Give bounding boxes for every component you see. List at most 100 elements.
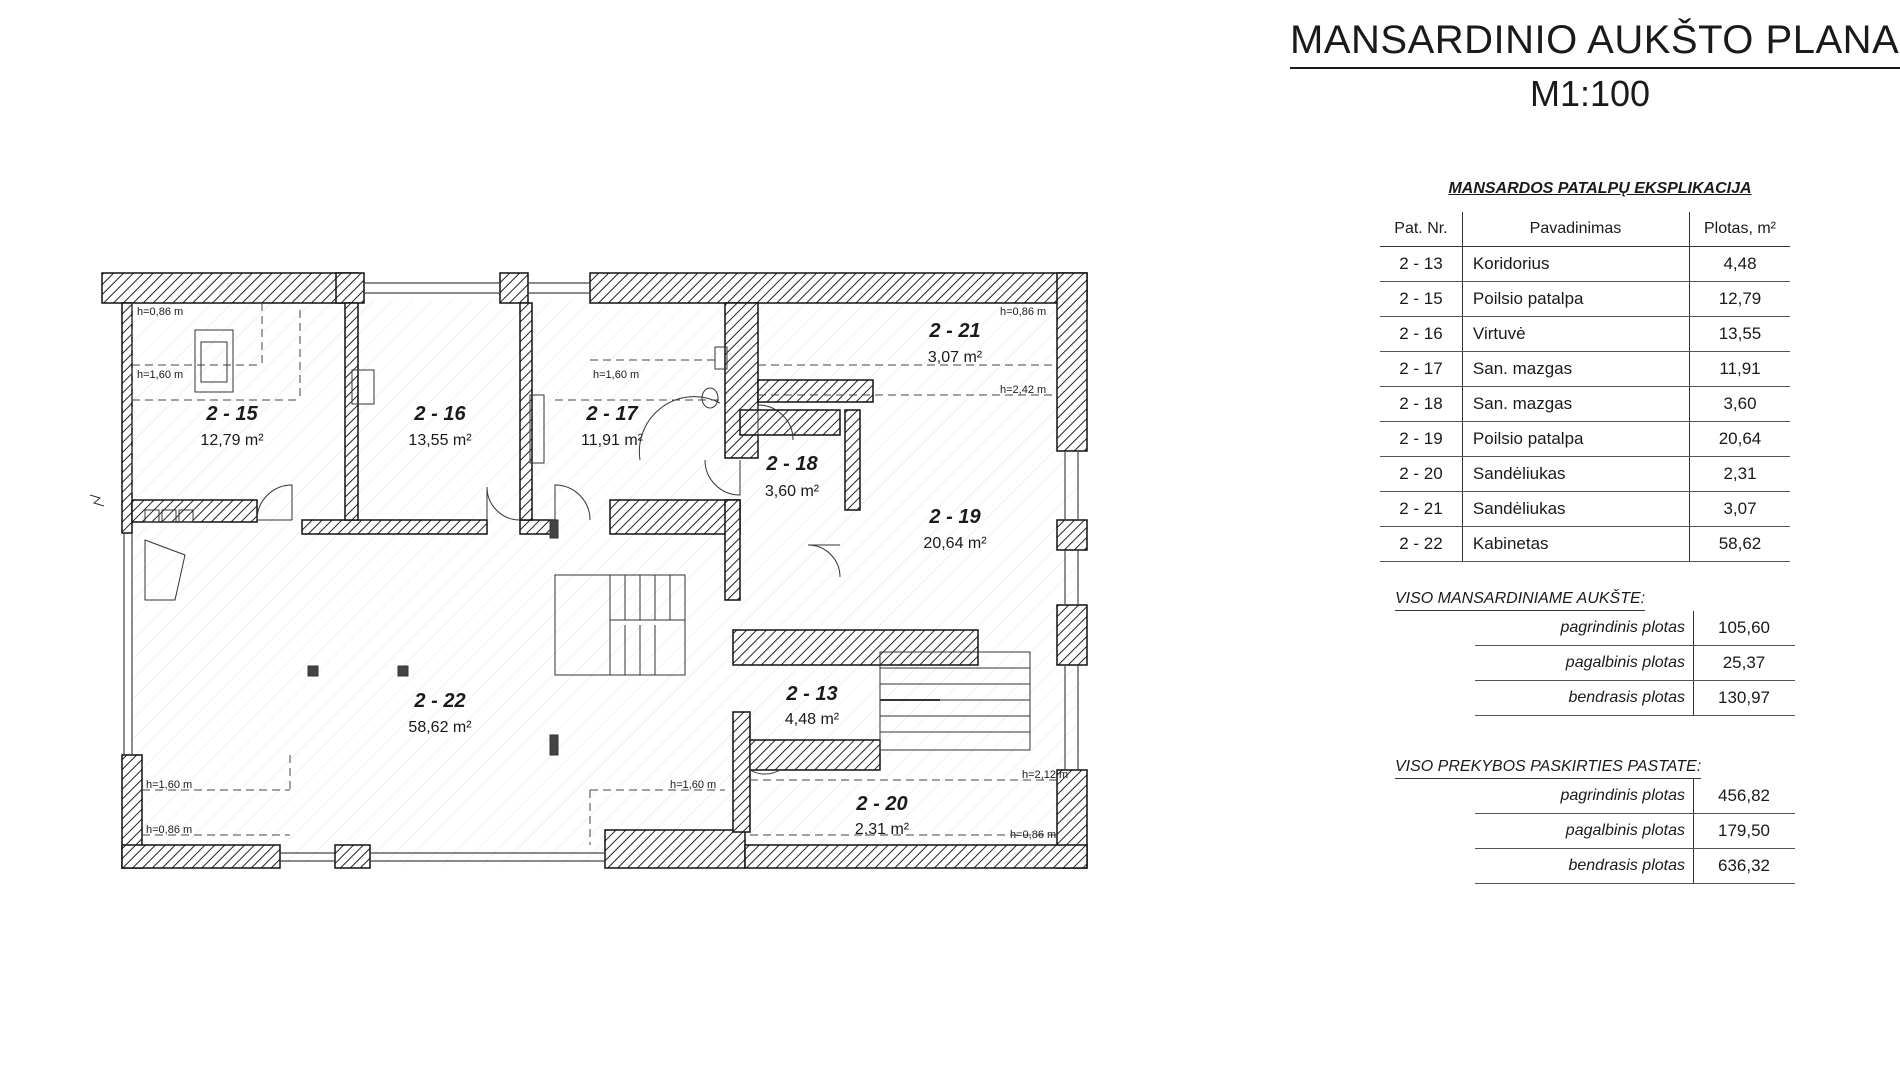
room-2-20-number: 2 - 20 [855,793,907,815]
cell-nr: 2 - 17 [1380,351,1463,387]
cell-nr: 2 - 18 [1380,386,1463,422]
title-block: MANSARDINIO AUKŠTO PLANAS M1:100 [1290,18,1900,115]
room-2-18-area: 3,60 m² [765,483,820,500]
room-2-22-area: 58,62 m² [408,719,472,736]
summary-label: bendrasis plotas [1475,849,1694,883]
summary-row: pagrindinis plotas 456,82 [1475,779,1795,814]
col-header-nr: Pat. Nr. [1380,212,1463,247]
room-2-22-number: 2 - 22 [413,690,465,712]
room-labels: 2 - 15 12,79 m² 2 - 16 13,55 m² 2 - 17 1… [200,320,987,838]
break-line-marker [89,494,105,507]
slope-lines [131,303,1057,845]
cell-nr: 2 - 16 [1380,316,1463,352]
room-2-21-number: 2 - 21 [928,320,980,342]
stairs [554,574,1031,751]
walls [101,272,1088,869]
col-header-area: Plotas, m² [1689,212,1790,247]
height-note: h=2,12 m [1022,769,1068,781]
summary-value: 456,82 [1718,786,1770,805]
room-2-21-area: 3,07 m² [928,349,983,366]
summary-value: 636,32 [1718,856,1770,875]
cell-area: 3,07 [1689,491,1790,527]
summary-label: pagrindinis plotas [1475,779,1694,813]
room-2-19-number: 2 - 19 [928,506,981,528]
summary-value: 25,37 [1722,653,1766,672]
cell-area: 11,91 [1689,351,1790,387]
table-header-row: Pat. Nr. Pavadinimas Plotas, m² [1380,212,1790,247]
building-summary: VISO PREKYBOS PASKIRTIES PASTATE: pagrin… [1395,758,1795,884]
room-2-16-number: 2 - 16 [413,403,466,425]
cell-area: 12,79 [1689,281,1790,317]
cell-name: San. mazgas [1462,351,1690,387]
cell-area: 58,62 [1689,526,1790,562]
summary-row: pagrindinis plotas 105,60 [1475,611,1795,646]
height-note: h=0,86 m [1000,306,1046,318]
cell-name: Poilsio patalpa [1462,281,1690,317]
explication-title: MANSARDOS PATALPŲ EKSPLIKACIJA [1448,180,1752,197]
cell-area: 3,60 [1689,386,1790,422]
cell-nr: 2 - 21 [1380,491,1463,527]
summary-label: bendrasis plotas [1475,681,1694,715]
col-header-name: Pavadinimas [1462,212,1690,247]
cell-area: 20,64 [1689,421,1790,457]
height-note: h=1,60 m [593,369,639,381]
summary-label: pagalbinis plotas [1475,814,1694,848]
cell-name: Sandėliukas [1462,456,1690,492]
height-note: h=1,60 m [670,779,716,791]
height-note: h=1,60 m [137,369,183,381]
cell-name: Poilsio patalpa [1462,421,1690,457]
cell-nr: 2 - 15 [1380,281,1463,317]
height-note: h=0,86 m [1010,829,1056,841]
room-2-18-number: 2 - 18 [765,453,818,475]
room-2-13-area: 4,48 m² [785,711,840,728]
cell-nr: 2 - 22 [1380,526,1463,562]
floor-plan: 2 - 15 12,79 m² 2 - 16 13,55 m² 2 - 17 1… [89,272,1088,869]
cell-name: Sandėliukas [1462,491,1690,527]
cell-nr: 2 - 20 [1380,456,1463,492]
cell-area: 13,55 [1689,316,1790,352]
summary-row: bendrasis plotas 636,32 [1475,849,1795,884]
cell-name: Koridorius [1462,246,1690,282]
plan-scale: M1:100 [1529,73,1651,114]
summary-row: pagalbinis plotas 25,37 [1475,646,1795,681]
floor-summary-title: VISO MANSARDINIAME AUKŠTE: [1395,590,1646,611]
cell-name: San. mazgas [1462,386,1690,422]
room-2-17-area: 11,91 m² [581,432,644,449]
summary-value: 105,60 [1718,618,1770,637]
plan-title: MANSARDINIO AUKŠTO PLANAS [1290,18,1900,69]
floor-summary: VISO MANSARDINIAME AUKŠTE: pagrindinis p… [1395,590,1795,716]
floor-background [130,300,1080,865]
doors [256,396,841,775]
height-note: h=1,60 m [146,779,192,791]
summary-label: pagalbinis plotas [1475,646,1694,680]
room-2-15-area: 12,79 m² [200,432,264,449]
cell-area: 4,48 [1689,246,1790,282]
room-2-19-area: 20,64 m² [923,535,987,552]
cell-area: 2,31 [1689,456,1790,492]
cell-name: Virtuvė [1462,316,1690,352]
building-summary-title: VISO PREKYBOS PASKIRTIES PASTATE: [1395,758,1702,779]
height-note: h=0,86 m [146,824,192,836]
room-explication: MANSARDOS PATALPŲ EKSPLIKACIJA Pat. Nr. … [1380,180,1800,562]
height-notes: h=0,86 m h=1,60 m h=1,60 m h=0,86 m h=2,… [137,306,1068,841]
room-2-13-number: 2 - 13 [785,683,837,705]
cell-name: Kabinetas [1462,526,1690,562]
summary-label: pagrindinis plotas [1475,611,1694,645]
fixtures [144,329,728,756]
height-note: h=0,86 m [137,306,183,318]
room-2-15-number: 2 - 15 [205,403,258,425]
height-note: h=2,42 m [1000,384,1046,396]
cell-nr: 2 - 13 [1380,246,1463,282]
windows [123,282,1079,862]
room-2-16-area: 13,55 m² [408,432,472,449]
